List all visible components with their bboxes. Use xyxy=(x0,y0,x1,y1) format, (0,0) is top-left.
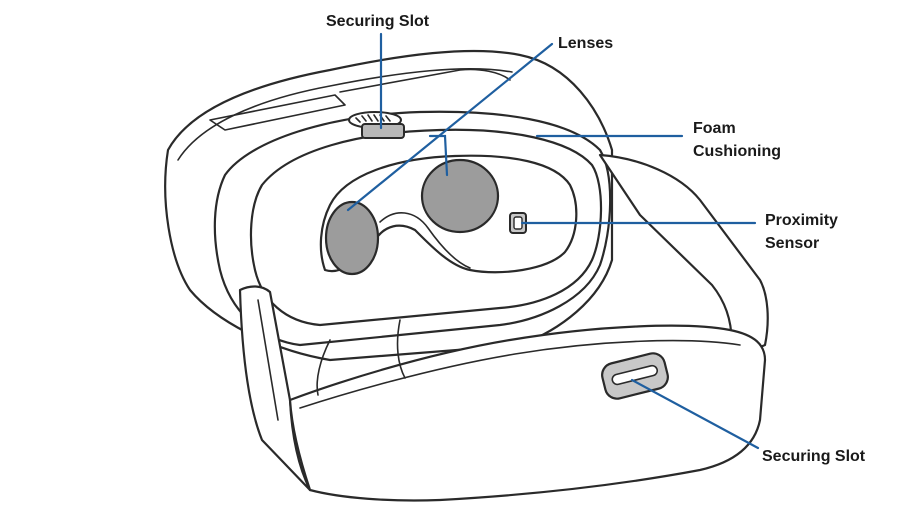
label-proximity-line2: Sensor xyxy=(765,235,819,252)
label-proximity-line1: Proximity xyxy=(765,212,838,229)
left-lens xyxy=(324,200,380,276)
leader-lenses-left xyxy=(346,42,554,212)
label-securing-slot-bottom: Securing Slot xyxy=(762,448,866,465)
left-side-strap xyxy=(238,285,312,492)
leader-lenses-right xyxy=(428,134,449,177)
right-side-strap xyxy=(598,153,769,362)
right-lens xyxy=(420,158,500,234)
left-side-strap-inner xyxy=(257,299,279,421)
headset-top-rim-2 xyxy=(339,68,511,93)
leader-rear-securing-slot xyxy=(630,378,760,450)
rear-head-band-inner xyxy=(316,319,406,396)
label-securing-slot-top: Securing Slot xyxy=(326,13,430,30)
label-lenses: Lenses xyxy=(558,35,613,52)
nose-gap xyxy=(379,212,471,269)
focus-wheel-ridges xyxy=(355,114,391,123)
leader-lines xyxy=(346,32,760,450)
rear-securing-slot-opening xyxy=(611,364,659,386)
vr-headset-illustration xyxy=(164,49,769,502)
top-securing-slot xyxy=(361,123,405,139)
headset-top-rim xyxy=(209,94,346,131)
rear-head-band-top-edge xyxy=(299,339,741,409)
proximity-sensor-window xyxy=(513,216,523,230)
labels: Securing Slot Lenses Foam Cushioning Pro… xyxy=(326,13,866,465)
label-foam-line2: Cushioning xyxy=(693,143,781,160)
label-foam-line1: Foam xyxy=(693,120,736,137)
